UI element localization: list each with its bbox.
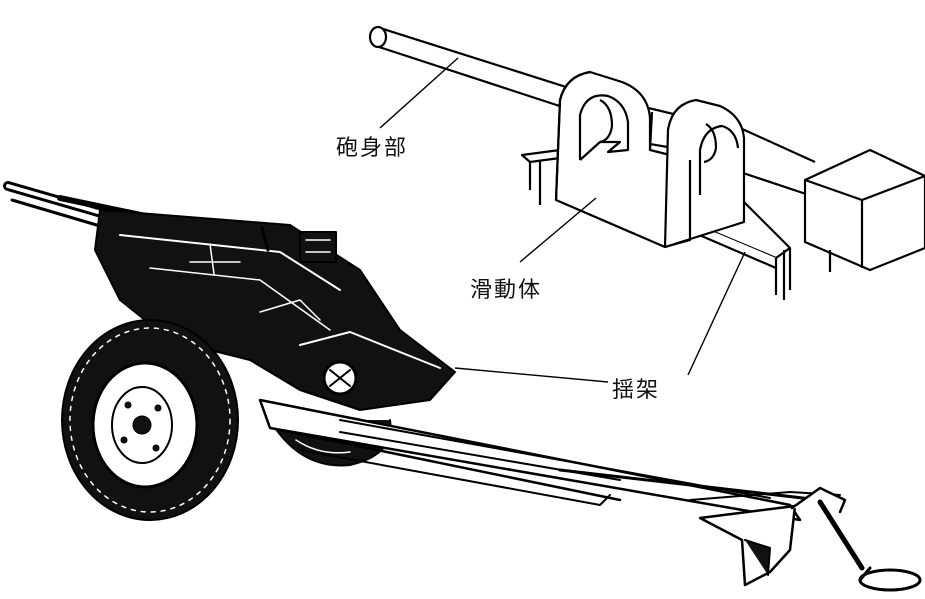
schematic-diagram [368, 25, 925, 300]
howitzer-front-wheel [61, 319, 239, 521]
label-barrel: 砲身部 [336, 136, 409, 161]
label-cradle: 揺架 [612, 378, 661, 403]
leader-line-barrel [379, 57, 459, 129]
leader-line-cradle-schematic [687, 251, 746, 376]
leader-lines [379, 57, 746, 383]
howitzer-spade [698, 486, 922, 592]
schematic-slide-body [554, 70, 746, 249]
howitzer-illustration [3, 181, 922, 592]
schematic-breech-box [803, 148, 925, 272]
label-slide-body: 滑動体 [470, 278, 543, 303]
howitzer-cradle [94, 209, 456, 411]
leader-line-slide [519, 197, 597, 263]
leader-line-cradle-howitzer [454, 367, 609, 383]
